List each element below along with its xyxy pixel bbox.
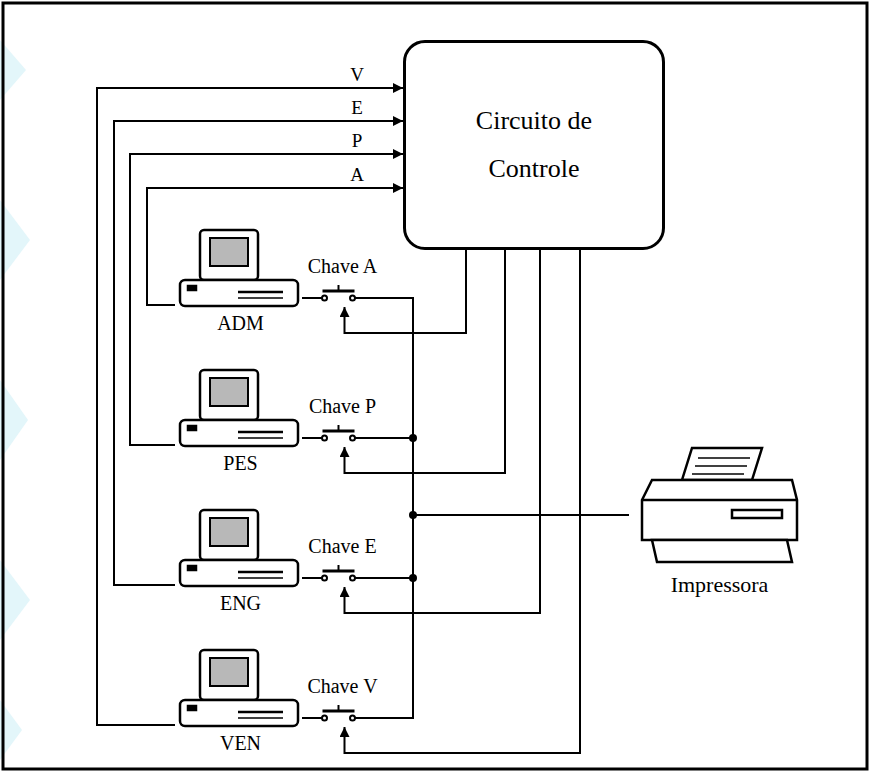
wire [383, 515, 629, 578]
switch-node: Chave V [302, 675, 383, 727]
node-label: PES [175, 452, 306, 474]
computer-icon [178, 368, 303, 450]
signal-name: A [348, 165, 366, 185]
printer-icon [632, 440, 807, 570]
node-label: Chave V [302, 675, 383, 697]
signal-arrow [345, 250, 541, 613]
printer-node: Impressora [629, 440, 810, 598]
computer-node: ADM [175, 228, 306, 334]
signal-arrow [97, 88, 403, 725]
switch-node: Chave E [302, 535, 383, 587]
signal-name: P [350, 131, 365, 151]
node-label: Chave P [302, 395, 383, 417]
wire [383, 515, 629, 718]
node-label: Impressora [629, 572, 810, 598]
computer-node: VEN [175, 648, 306, 754]
control-circuit-box: Circuito de Controle [403, 40, 665, 250]
node-label: Chave E [302, 535, 383, 557]
box-title: Circuito de Controle [469, 97, 599, 193]
wire [383, 438, 629, 515]
computer-icon [178, 508, 303, 590]
computer-node: PES [175, 368, 306, 474]
switch-node: Chave A [302, 255, 383, 307]
signal-arrow [130, 154, 403, 445]
switch-node: Chave P [302, 395, 383, 447]
node-label: ENG [175, 592, 306, 614]
signal-arrow [114, 121, 403, 585]
wire [383, 298, 629, 515]
computer-icon [178, 648, 303, 730]
outer-frame [3, 3, 867, 769]
signal-arrow [345, 250, 581, 753]
node-label: VEN [175, 732, 306, 754]
computer-icon [178, 228, 303, 310]
node-label: Chave A [302, 255, 383, 277]
computer-node: ENG [175, 508, 306, 614]
signal-name: V [348, 65, 366, 85]
signal-arrow [147, 188, 403, 305]
signal-arrow [345, 250, 506, 473]
signal-name: E [349, 98, 365, 118]
node-label: ADM [175, 312, 306, 334]
